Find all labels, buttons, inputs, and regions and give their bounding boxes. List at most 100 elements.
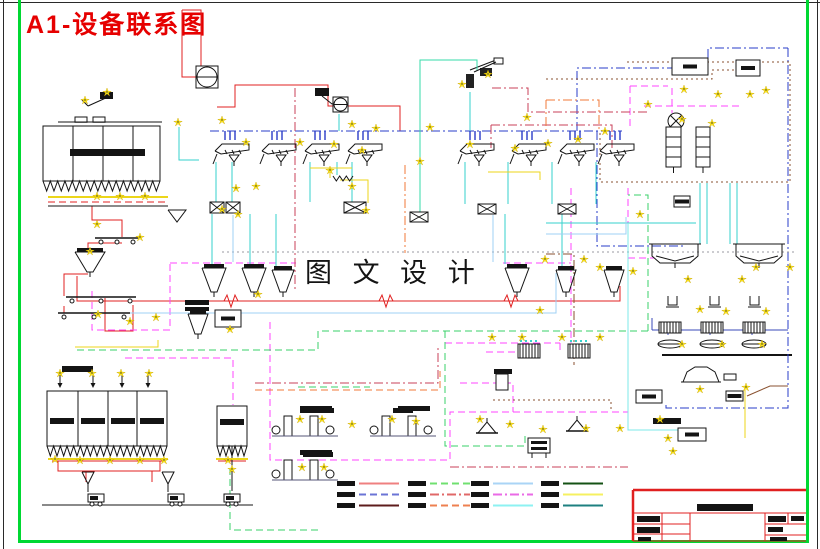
highlight-mark xyxy=(177,121,179,123)
label-bar xyxy=(494,369,512,374)
label-bar xyxy=(727,394,742,398)
label-bar xyxy=(185,307,209,311)
pipe-line xyxy=(255,371,441,391)
highlight-mark xyxy=(526,116,528,118)
truck-symbol xyxy=(97,501,103,507)
pipe-line xyxy=(546,99,600,130)
highlight-mark xyxy=(711,122,713,124)
highlight-mark xyxy=(681,118,683,120)
highlight-mark xyxy=(97,313,99,315)
pipe-line xyxy=(546,69,736,80)
legend-label-bar xyxy=(541,492,559,497)
equipment-box xyxy=(92,116,106,123)
pipe-line xyxy=(167,209,187,223)
pipe-line xyxy=(546,217,627,235)
highlight-mark xyxy=(514,147,516,149)
pump-group xyxy=(325,425,335,435)
highlight-mark xyxy=(229,328,231,330)
highlight-mark xyxy=(351,123,353,125)
label-bar xyxy=(653,418,681,424)
highlight-mark xyxy=(683,88,685,90)
pipe-line xyxy=(546,253,575,365)
cyclone-symbol xyxy=(241,267,267,293)
conveyor-symbol xyxy=(69,298,75,304)
titleblock-text-bar xyxy=(768,516,786,522)
highlight-mark xyxy=(461,83,463,85)
highlight-mark xyxy=(687,278,689,280)
paper-edge-left xyxy=(3,0,4,549)
separator-symbol xyxy=(483,149,487,155)
separator-symbol xyxy=(275,154,287,163)
highlight-mark xyxy=(667,437,669,439)
pipe-line xyxy=(491,124,613,148)
pipe-line xyxy=(57,461,161,472)
separator-symbol xyxy=(509,153,515,165)
pipe-line xyxy=(269,322,628,461)
highlight-mark xyxy=(672,450,674,452)
highlight-mark xyxy=(619,427,621,429)
highlight-mark xyxy=(699,388,701,390)
highlight-mark xyxy=(91,372,93,374)
silo-symbol xyxy=(140,418,164,424)
separator-symbol xyxy=(576,149,580,155)
separator-symbol xyxy=(623,149,627,155)
mill-symbol xyxy=(570,340,572,342)
transfer-box xyxy=(409,211,429,223)
feed-arrow xyxy=(119,383,125,388)
highlight-mark xyxy=(544,258,546,260)
highlight-mark xyxy=(391,418,393,420)
cyclone-symbol xyxy=(204,264,224,268)
separator-symbol xyxy=(528,149,532,155)
pipe-line xyxy=(75,340,159,348)
highlight-mark xyxy=(79,459,81,461)
pipe-line xyxy=(255,347,439,384)
separator-symbol xyxy=(371,149,375,155)
mill-symbol xyxy=(525,340,527,342)
valve-icon xyxy=(670,115,682,127)
highlight-mark xyxy=(54,458,56,460)
tank-symbol xyxy=(651,244,699,264)
truck-symbol xyxy=(177,501,183,507)
highlight-mark xyxy=(89,250,91,252)
highlight-mark xyxy=(299,418,301,420)
highlight-mark xyxy=(745,386,747,388)
highlight-mark xyxy=(155,316,157,318)
pump-group xyxy=(309,415,319,437)
conveyor-symbol xyxy=(114,239,120,245)
separator-symbol xyxy=(573,154,585,163)
legend-label-bar xyxy=(408,492,426,497)
highlight-mark xyxy=(561,336,563,338)
feed-arrow xyxy=(57,383,63,388)
label-bar xyxy=(315,88,329,96)
machine-box xyxy=(531,441,547,444)
pipe-line xyxy=(460,382,514,412)
separator-symbol xyxy=(285,149,289,155)
titleblock-text-bar xyxy=(637,527,660,533)
truck-symbol xyxy=(233,501,239,507)
feed-arrow xyxy=(90,383,96,388)
pipe-line xyxy=(665,48,789,409)
highlight-mark xyxy=(419,160,421,162)
transfer-box xyxy=(557,203,577,215)
label-bar xyxy=(100,92,113,99)
cyclone-symbol xyxy=(190,310,206,314)
separator-symbol xyxy=(328,149,332,155)
transfer-box xyxy=(343,201,367,214)
highlight-mark xyxy=(765,89,767,91)
highlight-mark xyxy=(163,459,165,461)
cyclone-symbol xyxy=(507,264,527,268)
pipe-line xyxy=(488,171,541,180)
pipe-line xyxy=(91,206,123,237)
separator-symbol xyxy=(557,153,563,165)
dome-symbol xyxy=(682,366,720,383)
highlight-mark xyxy=(509,423,511,425)
separator-symbol xyxy=(271,149,275,155)
pipe-line xyxy=(628,194,649,331)
separator-symbol xyxy=(459,143,495,155)
legend-label-bar xyxy=(337,503,355,508)
pipe-line xyxy=(345,105,401,131)
legend-label-bar xyxy=(471,492,489,497)
truck-symbol xyxy=(225,501,231,507)
equipment-box xyxy=(723,373,737,381)
